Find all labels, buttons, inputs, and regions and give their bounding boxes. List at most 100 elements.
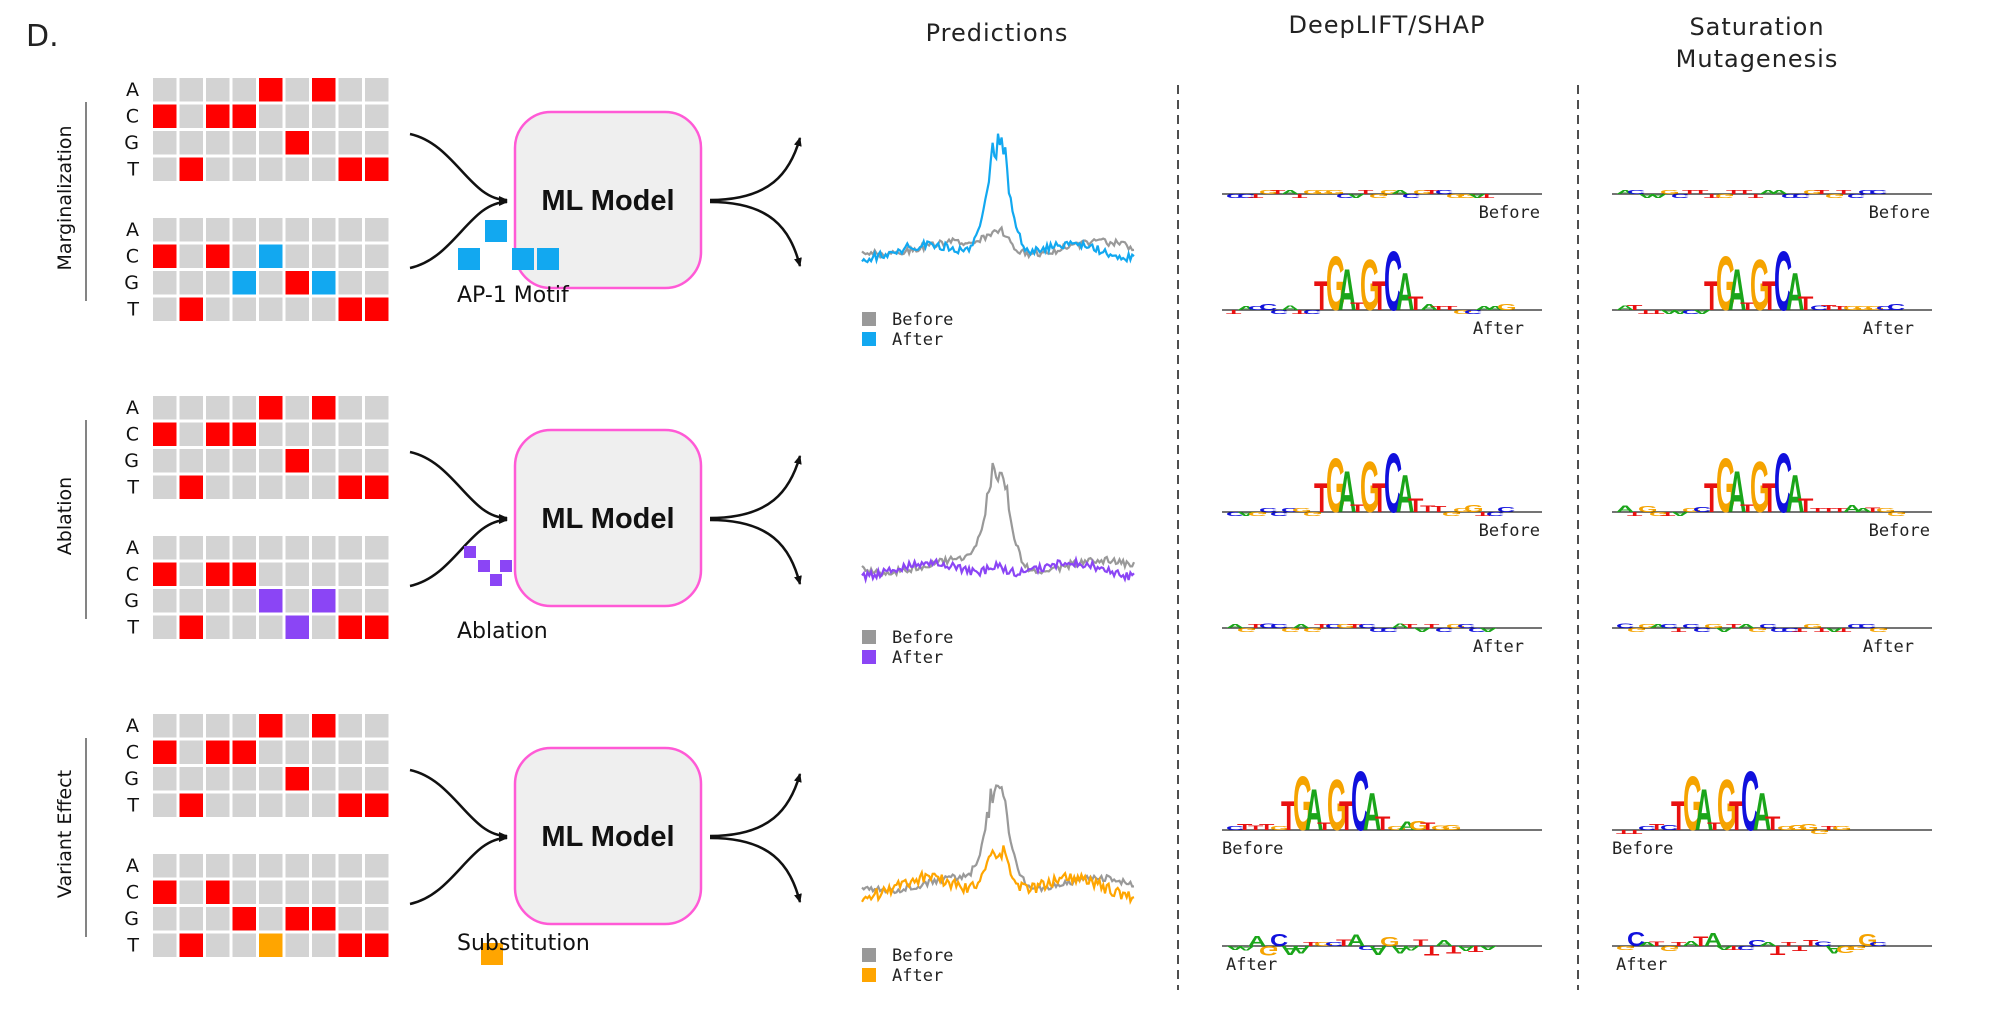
- reference-grid-cell: [259, 714, 283, 738]
- saturation-logo-lower-logo-letter: A: [1616, 304, 1634, 312]
- section-caption: Ablation: [457, 619, 548, 644]
- saturation-logo-upper-logo-letter: T: [1627, 829, 1642, 835]
- deeplift-logo-lower-logo-letter: A: [1226, 623, 1244, 629]
- saturation-logo-upper-logo-letter: T: [1798, 495, 1814, 517]
- saturation-logo-upper-logo-letter: T: [1810, 507, 1825, 513]
- deeplift-logo-upper-logo-letter: T: [1424, 189, 1439, 195]
- saturation-logo-lower-logo-letter: T: [1638, 309, 1653, 315]
- legend-swatch-after: [862, 332, 876, 346]
- reference-grid-row-label-t: T: [126, 159, 139, 181]
- edited-grid-cell: [285, 589, 309, 613]
- reference-grid-cell: [365, 157, 389, 181]
- reference-grid-cell: [365, 714, 389, 738]
- edited-grid-row-label-t: T: [126, 299, 139, 321]
- reference-grid-cell: [365, 396, 389, 420]
- reference-grid-row-label-a: A: [126, 79, 139, 101]
- deeplift-logo-lower-logo-letter: G: [1336, 623, 1356, 629]
- saturation-logo-upper-logo-letter: A: [1854, 507, 1872, 513]
- edited-grid-cell: [312, 218, 336, 242]
- legend-label-after: After: [892, 330, 943, 350]
- saturation-logo-lower-logo-letter: C: [1770, 627, 1788, 633]
- deeplift-logo-lower-logo-letter: T: [1431, 305, 1446, 311]
- section-label: Ablation: [54, 477, 76, 555]
- edited-grid-cell: [179, 615, 203, 639]
- saturation-logo-upper-logo-letter: A: [1843, 504, 1861, 515]
- reference-grid-cell: [232, 714, 256, 738]
- deeplift-logo-lower-logo-letter: A: [1479, 627, 1497, 633]
- saturation-logo-lower-logo-letter: C: [1682, 309, 1700, 315]
- saturation-logo-lower-logo-letter: T: [1781, 941, 1796, 947]
- deeplift-logo-lower-logo-letter: C: [1259, 303, 1277, 312]
- output-arrow-bottom: [709, 518, 802, 585]
- deeplift-logo-upper-logo-letter: C: [1226, 511, 1244, 517]
- saturation-logo-label-upper: Before: [1612, 839, 1673, 859]
- edited-grid-cell: [365, 615, 389, 639]
- reference-grid-cell: [179, 396, 203, 420]
- edited-grid-cell: [312, 536, 336, 560]
- deeplift-logo-label-lower: After: [1473, 319, 1524, 339]
- edited-grid-cell: [153, 854, 177, 878]
- edited-grid-cell: [232, 244, 256, 268]
- reference-grid-cell: [232, 793, 256, 817]
- deeplift-logo-upper-logo-letter: G: [1446, 193, 1466, 199]
- saturation-logo-lower-logo-letter: C: [1858, 623, 1876, 629]
- reference-grid-cell: [179, 157, 203, 181]
- saturation-logo-upper-logo-letter: T: [1693, 189, 1708, 195]
- legend-swatch-after: [862, 968, 876, 982]
- ablation-icon-block: [500, 560, 512, 572]
- saturation-logo-lower-logo-letter: C: [1682, 623, 1700, 629]
- saturation-logo-lower-logo-letter: A: [1825, 627, 1843, 633]
- saturation-logo-lower-logo-letter: A: [1737, 623, 1755, 629]
- reference-grid-cell: [338, 714, 362, 738]
- edited-grid-cell: [179, 297, 203, 321]
- reference-grid-cell: [312, 157, 336, 181]
- deeplift-logo-label-upper: Before: [1222, 839, 1283, 859]
- edited-grid-cell: [259, 854, 283, 878]
- deeplift-logo-upper-logo-letter: C: [1270, 511, 1288, 517]
- saturation-logo-upper-logo-letter: G: [1777, 825, 1797, 831]
- input-arrow-bottom: [409, 516, 508, 588]
- saturation-logo-lower-logo-letter: A: [1728, 257, 1746, 323]
- edited-grid-cell: [259, 536, 283, 560]
- reference-grid-cell: [285, 131, 309, 155]
- deeplift-logo-upper-logo-letter: C: [1384, 437, 1402, 530]
- ml-model-box: [513, 428, 703, 608]
- saturation-logo-lower-logo-letter: A: [1825, 943, 1843, 955]
- saturation-logo-upper-logo-letter: T: [1729, 794, 1744, 840]
- reference-grid-cell: [153, 396, 177, 420]
- edited-grid-cell: [285, 244, 309, 268]
- reference-grid-cell: [179, 422, 203, 446]
- deeplift-logo-lower-logo-letter: T: [1350, 300, 1366, 313]
- edited-grid-cell: [312, 615, 336, 639]
- deeplift-logo-lower-logo-letter: G: [1497, 302, 1517, 312]
- edited-grid-cell: [312, 244, 336, 268]
- edited-grid-cell: [206, 244, 230, 268]
- edited-grid-cell: [338, 297, 362, 321]
- reference-grid-row-label-g: G: [124, 450, 139, 472]
- saturation-logo-upper-logo-letter: C: [1774, 437, 1792, 530]
- deeplift-logo-lower-logo-letter: C: [1325, 623, 1343, 629]
- saturation-logo-upper-logo-letter: G: [1717, 765, 1737, 847]
- deeplift-logo-lower-logo-letter: G: [1303, 627, 1323, 633]
- deeplift-logo-lower-logo-letter: C: [1358, 945, 1376, 951]
- ml-model-box: [513, 746, 703, 926]
- reference-grid-cell: [312, 714, 336, 738]
- deeplift-logo-lower-logo-letter: C: [1270, 623, 1288, 629]
- saturation-logo-label-lower: After: [1863, 319, 1914, 339]
- saturation-logo-lower-logo-letter: C: [1616, 622, 1634, 629]
- reference-grid-cell: [285, 422, 309, 446]
- edited-grid-cell: [259, 271, 283, 295]
- saturation-logo-upper-logo-letter: C: [1858, 189, 1876, 195]
- edited-grid-cell: [365, 933, 389, 957]
- reference-grid-cell: [259, 104, 283, 128]
- reference-grid-cell: [312, 793, 336, 817]
- saturation-logo-upper-logo-letter: C: [1741, 755, 1759, 848]
- deeplift-logo-upper-logo-letter: T: [1479, 193, 1494, 199]
- edited-grid-cell: [232, 536, 256, 560]
- saturation-logo-lower-logo-letter: A: [1715, 627, 1733, 633]
- saturation-logo-upper-logo-letter: T: [1682, 189, 1697, 195]
- saturation-logo-label-upper: Before: [1869, 203, 1930, 223]
- deeplift-logo-upper-logo-letter: T: [1237, 823, 1253, 832]
- saturation-logo-label-lower: After: [1616, 955, 1667, 975]
- input-arrow-top: [409, 768, 508, 840]
